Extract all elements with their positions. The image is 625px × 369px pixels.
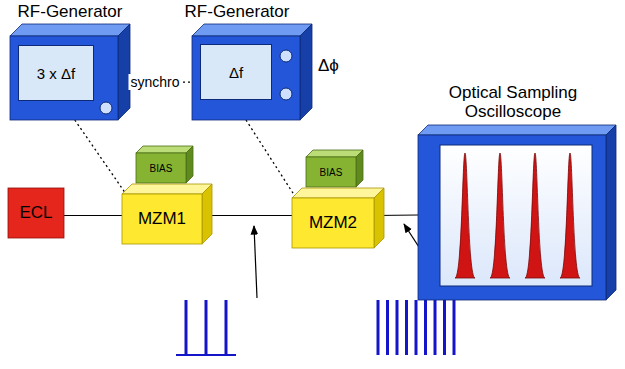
- box-label: MZM2: [309, 213, 357, 233]
- oscilloscope: Optical Sampling Oscilloscope: [418, 135, 606, 300]
- rf-generator: RF-GeneratorΔf: [192, 36, 300, 120]
- screen-readout: Δf: [200, 44, 272, 100]
- label-holder: Δϕ: [318, 56, 339, 76]
- bias-box: BIAS: [306, 157, 356, 187]
- laser-box: ECL: [8, 188, 64, 238]
- modulator-box: MZM1: [122, 194, 202, 244]
- box-label: MZM1: [138, 209, 186, 229]
- pointer-arrow: [254, 226, 257, 298]
- bias-label: BIAS: [320, 167, 343, 178]
- rf-sync-line: [246, 120, 296, 198]
- box-label: ECL: [19, 203, 52, 223]
- edge-label-holder: synchro: [128, 73, 181, 91]
- rf-generator: RF-Generator3 x Δf: [10, 36, 118, 120]
- spectrum-comb: [378, 300, 454, 355]
- edge-label: synchro: [128, 74, 181, 90]
- bias-box: BIAS: [136, 153, 186, 183]
- spectrum-three-lines: [176, 300, 236, 355]
- phase-label: Δϕ: [318, 56, 339, 75]
- screen-readout: 3 x Δf: [18, 45, 94, 101]
- optical-fiber: [202, 215, 292, 216]
- modulator-box: MZM2: [292, 198, 374, 248]
- oscilloscope-outline: [418, 125, 618, 302]
- bias-label: BIAS: [150, 163, 173, 174]
- rf-sync-line: [75, 120, 126, 194]
- optical-fiber: [64, 215, 122, 216]
